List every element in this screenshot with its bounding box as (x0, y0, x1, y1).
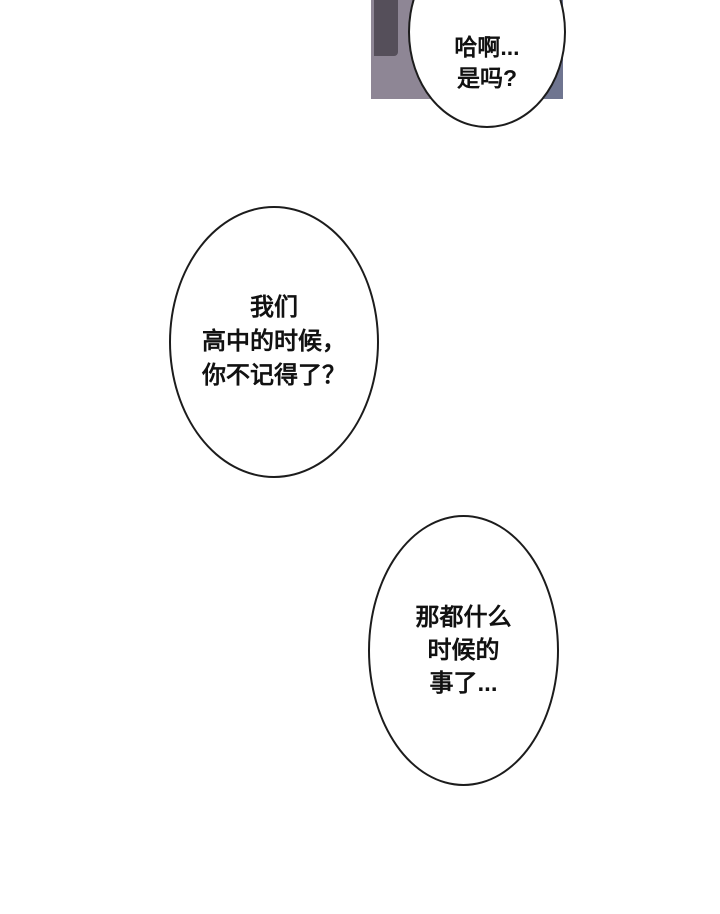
speech-bubble-bottom-text: 那都什么 时候的 事了... (416, 601, 512, 700)
dark-furniture-edge (374, 0, 398, 56)
speech-bubble-bottom: 那都什么 时候的 事了... (368, 515, 559, 786)
bubble-line: 是吗? (456, 65, 518, 91)
bubble-line: 你不记得了？ (202, 362, 346, 389)
bubble-line: 时候的 (427, 637, 500, 664)
bubble-line: 事了... (429, 670, 498, 697)
speech-bubble-top: 哈啊... 是吗? (408, 0, 566, 128)
bubble-line: 哈啊... (454, 34, 520, 60)
bubble-line: 高中的时候， (202, 328, 346, 355)
speech-bubble-middle-text: 我们 高中的时候， 你不记得了？ (202, 291, 346, 393)
speech-bubble-top-text: 哈啊... 是吗? (454, 0, 519, 94)
speech-bubble-middle: 我们 高中的时候， 你不记得了？ (169, 206, 379, 478)
bubble-line: 我们 (250, 294, 298, 321)
bubble-line: 那都什么 (415, 604, 512, 631)
